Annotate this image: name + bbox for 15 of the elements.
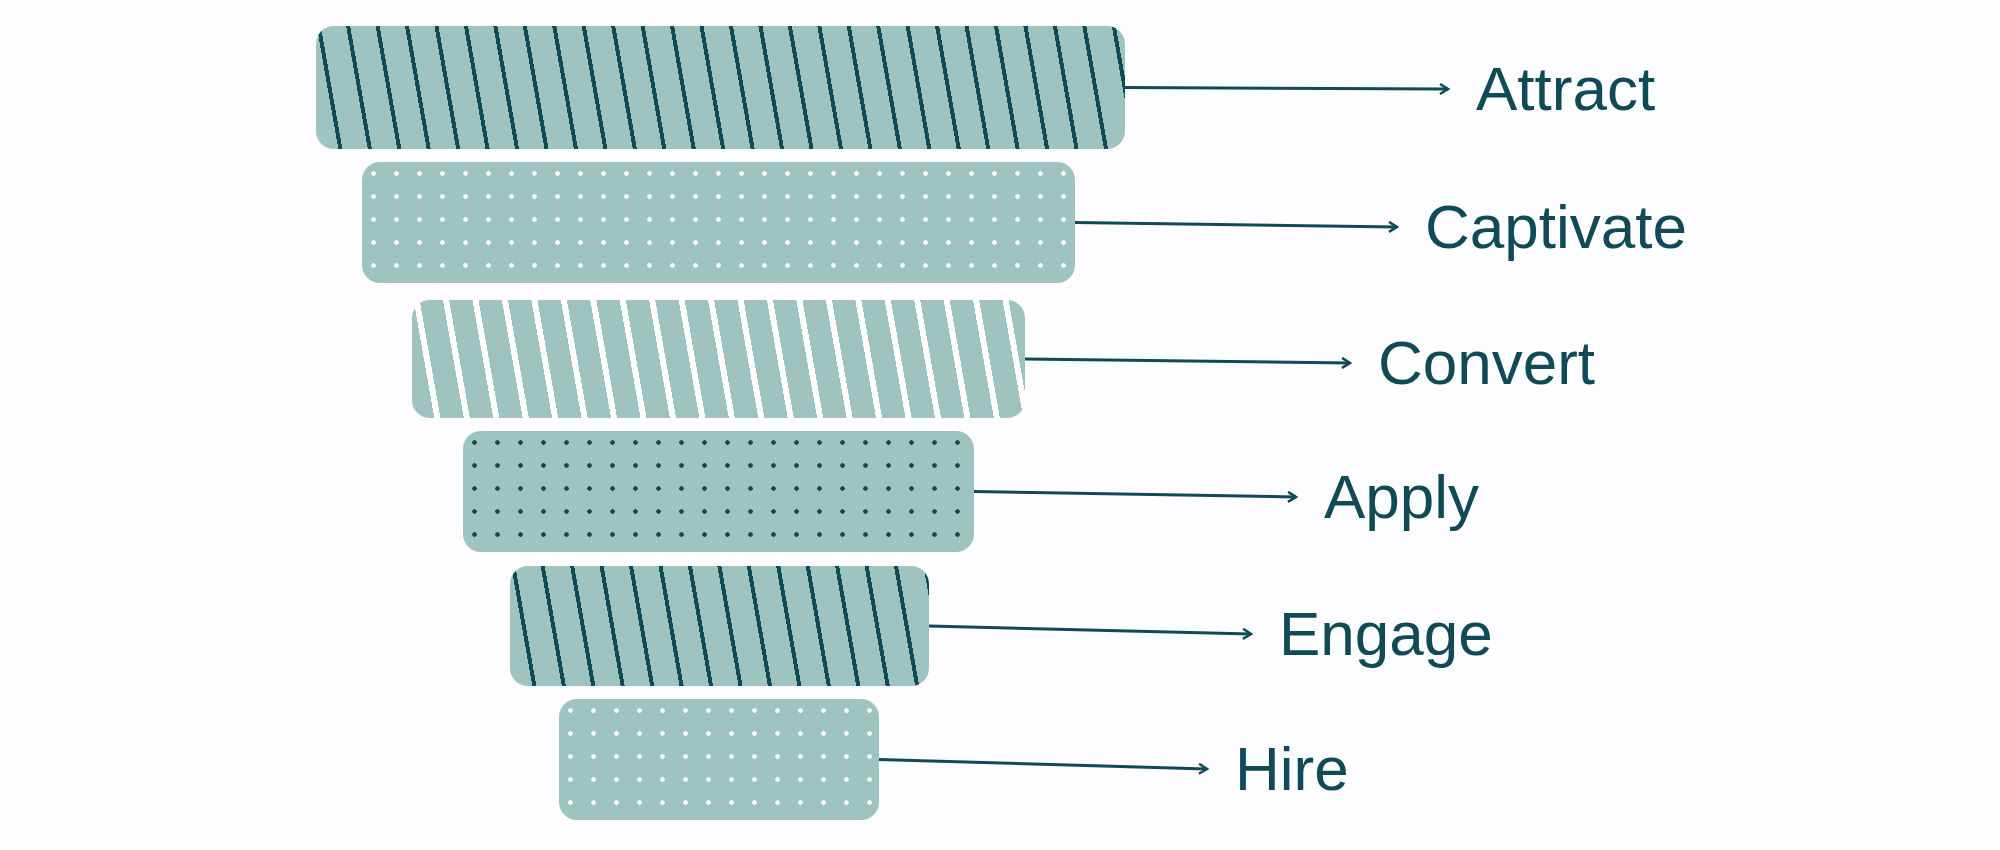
funnel-bar [412,300,1025,418]
arrow [1125,82,1450,96]
arrow [928,624,1253,641]
stage-label: Convert [1378,332,1596,394]
funnel-bar [510,566,929,686]
arrow [1074,220,1399,234]
funnel-bar [559,699,879,820]
funnel-bar [316,26,1125,149]
arrow [878,758,1209,775]
arrow [1025,356,1352,370]
stage-label: Hire [1235,738,1349,800]
funnel-bar [463,431,974,552]
arrow [973,490,1298,504]
funnel-bar [362,162,1075,283]
stage-label: Attract [1476,58,1656,120]
